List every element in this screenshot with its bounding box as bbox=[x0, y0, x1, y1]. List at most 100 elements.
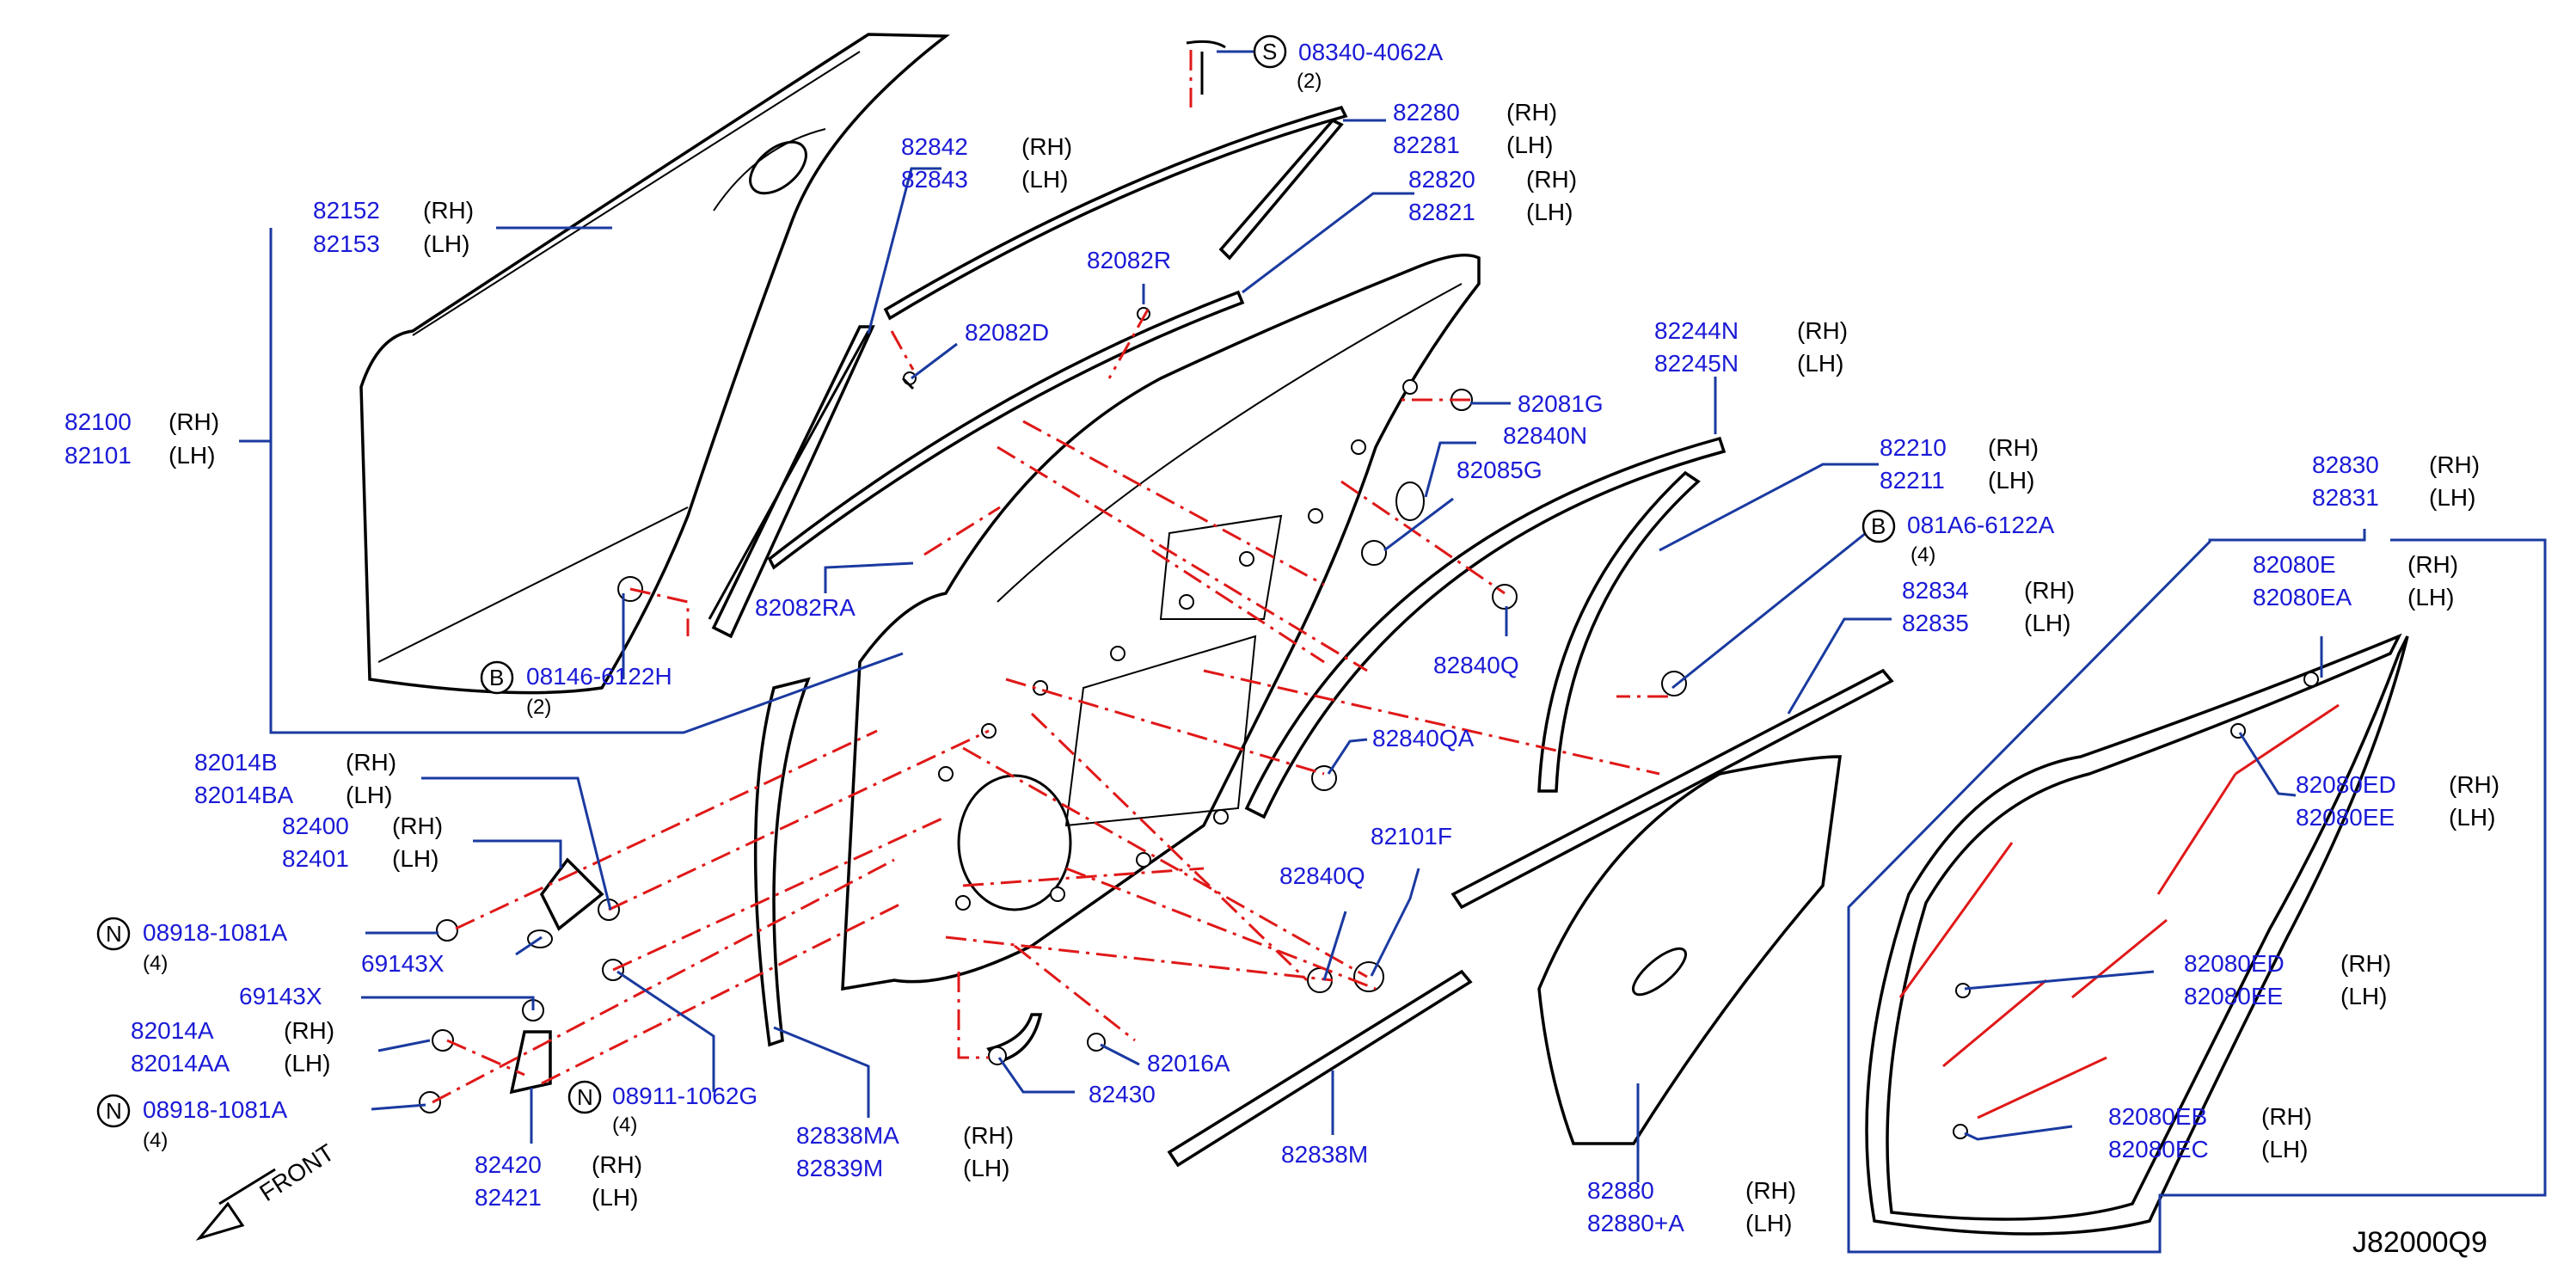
quantity: (4) bbox=[612, 1113, 637, 1137]
side-lh: (LH) bbox=[2449, 804, 2495, 831]
side-rh: (RH) bbox=[346, 749, 396, 776]
part-number-lh: 82080EE bbox=[2184, 983, 2283, 1009]
side-rh: (RH) bbox=[2407, 551, 2458, 578]
side-lh: (LH) bbox=[2340, 983, 2387, 1009]
side-lh: (LH) bbox=[392, 845, 439, 872]
part-number-lh: 82421 bbox=[475, 1184, 542, 1211]
part-number: 08918-1081A bbox=[143, 1096, 287, 1123]
callout-82080EB: 82080EB (RH) 82080EC (LH) bbox=[2108, 1103, 2312, 1163]
vertical-weatherstrip bbox=[753, 677, 811, 1047]
callout-08146-6122H: B 08146-6122H (2) bbox=[480, 660, 672, 719]
part-number: 82840Q bbox=[1279, 862, 1365, 889]
part-number: 82082RA bbox=[755, 594, 856, 621]
callout-82014A: 82014A (RH) 82014AA (LH) bbox=[131, 1017, 334, 1077]
part-number: 08911-1062G bbox=[612, 1083, 757, 1109]
part-number-lh: 82014BA bbox=[194, 782, 294, 808]
part-number-rh: 82280 bbox=[1393, 99, 1460, 126]
side-lh: (LH) bbox=[1745, 1210, 1792, 1236]
callout-82082R: 82082R bbox=[1087, 247, 1171, 273]
part-number: 08146-6122H bbox=[526, 663, 672, 690]
callout-82400: 82400 (RH) 82401 (LH) bbox=[282, 813, 443, 872]
assembly-lines bbox=[432, 50, 1668, 1104]
side-lh: (LH) bbox=[592, 1184, 638, 1211]
callout-82830: 82830 (RH) 82831 (LH) bbox=[2312, 451, 2480, 511]
side-lh: (LH) bbox=[284, 1050, 330, 1077]
part-number-lh: 82080EE bbox=[2296, 804, 2395, 831]
part-number: 82082R bbox=[1087, 247, 1171, 273]
part-number: 82840N bbox=[1503, 422, 1587, 449]
side-rh: (RH) bbox=[1526, 166, 1577, 193]
n-circle-icon bbox=[96, 917, 131, 951]
part-number: 081A6-6122A bbox=[1907, 512, 2055, 538]
side-lh: (LH) bbox=[346, 782, 392, 808]
part-number: 82838M bbox=[1281, 1141, 1368, 1168]
side-rh: (RH) bbox=[423, 197, 474, 224]
upper-moulding bbox=[767, 105, 1348, 570]
quantity: (4) bbox=[143, 1129, 168, 1152]
callout-82280: 82280 (RH) 82281 (LH) bbox=[1393, 99, 1557, 158]
callout-82152: 82152 (RH) 82153 (LH) bbox=[313, 197, 474, 257]
callout-82080E: 82080E (RH) 82080EA (LH) bbox=[2253, 551, 2458, 610]
part-number: 82840QA bbox=[1372, 725, 1475, 751]
part-number-lh: 82839M bbox=[796, 1155, 883, 1181]
check-link bbox=[986, 1013, 1106, 1065]
part-number: 82081G bbox=[1518, 390, 1604, 417]
callout-08918-1081A-upper: N 08918-1081A (4) bbox=[96, 917, 287, 975]
callout-82880: 82880 (RH) 82880+A (LH) bbox=[1587, 1177, 1796, 1236]
circle-letter: N bbox=[577, 1084, 593, 1110]
callout-08918-1081A-lower: N 08918-1081A (4) bbox=[96, 1094, 287, 1152]
callout-82014B: 82014B (RH) 82014BA (LH) bbox=[194, 749, 396, 808]
upper-hinge bbox=[436, 857, 620, 948]
side-rh: (RH) bbox=[592, 1151, 642, 1178]
quantity: (2) bbox=[526, 696, 551, 719]
side-lh: (LH) bbox=[169, 442, 215, 469]
callout-82080ED-top: 82080ED (RH) 82080EE (LH) bbox=[2296, 771, 2499, 831]
part-number-rh: 82210 bbox=[1880, 434, 1947, 461]
belt-moulding bbox=[1451, 668, 1894, 910]
part-number: 82840Q bbox=[1433, 652, 1519, 678]
side-lh: (LH) bbox=[2407, 584, 2454, 610]
part-number-lh: 82880+A bbox=[1587, 1210, 1684, 1236]
side-lh: (LH) bbox=[2261, 1136, 2308, 1163]
callout-69143X-upper: 69143X bbox=[361, 950, 445, 977]
part-number-rh: 82080ED bbox=[2184, 950, 2285, 977]
quantity: (4) bbox=[1911, 543, 1935, 567]
n-circle-icon bbox=[96, 1094, 131, 1128]
callout-69143X-lower: 69143X bbox=[239, 983, 322, 1009]
callout-82820: 82820 (RH) 82821 (LH) bbox=[1408, 166, 1577, 225]
part-number-rh: 82152 bbox=[313, 197, 380, 224]
callout-82430: 82430 bbox=[1089, 1081, 1156, 1107]
callout-82842: 82842 (RH) 82843 (LH) bbox=[901, 133, 1072, 193]
part-number-rh: 82080ED bbox=[2296, 771, 2396, 798]
diagram-code: J82000Q9 bbox=[2352, 1226, 2487, 1259]
part-number-rh: 82838MA bbox=[796, 1122, 899, 1149]
part-number: 82016A bbox=[1147, 1050, 1230, 1077]
side-lh: (LH) bbox=[1506, 132, 1553, 158]
callout-82840QA: 82840QA bbox=[1372, 725, 1475, 751]
side-rh: (RH) bbox=[1506, 99, 1557, 126]
side-lh: (LH) bbox=[2429, 484, 2475, 511]
callout-82244N: 82244N (RH) 82245N (LH) bbox=[1654, 317, 1848, 377]
part-number-lh: 82831 bbox=[2312, 484, 2379, 511]
side-rh: (RH) bbox=[2429, 451, 2480, 478]
part-number-rh: 82014A bbox=[131, 1017, 214, 1044]
circle-letter: S bbox=[1262, 39, 1277, 64]
part-number: 82430 bbox=[1089, 1081, 1156, 1107]
side-rh: (RH) bbox=[1988, 434, 2039, 461]
part-number-rh: 82400 bbox=[282, 813, 349, 839]
part-number-rh: 82100 bbox=[64, 408, 132, 435]
callout-82016A: 82016A bbox=[1147, 1050, 1230, 1077]
part-number-lh: 82014AA bbox=[131, 1050, 230, 1077]
callout-82081G: 82081G bbox=[1518, 390, 1604, 417]
part-number-rh: 82244N bbox=[1654, 317, 1739, 344]
circle-letter: N bbox=[106, 1098, 122, 1124]
circle-letter: N bbox=[106, 921, 122, 947]
side-rh: (RH) bbox=[284, 1017, 334, 1044]
side-lh: (LH) bbox=[2024, 610, 2070, 636]
part-number-rh: 82830 bbox=[2312, 451, 2379, 478]
part-number-rh: 82842 bbox=[901, 133, 968, 160]
side-rh: (RH) bbox=[2024, 577, 2075, 604]
side-lh: (LH) bbox=[1021, 166, 1068, 193]
side-rh: (RH) bbox=[1797, 317, 1848, 344]
